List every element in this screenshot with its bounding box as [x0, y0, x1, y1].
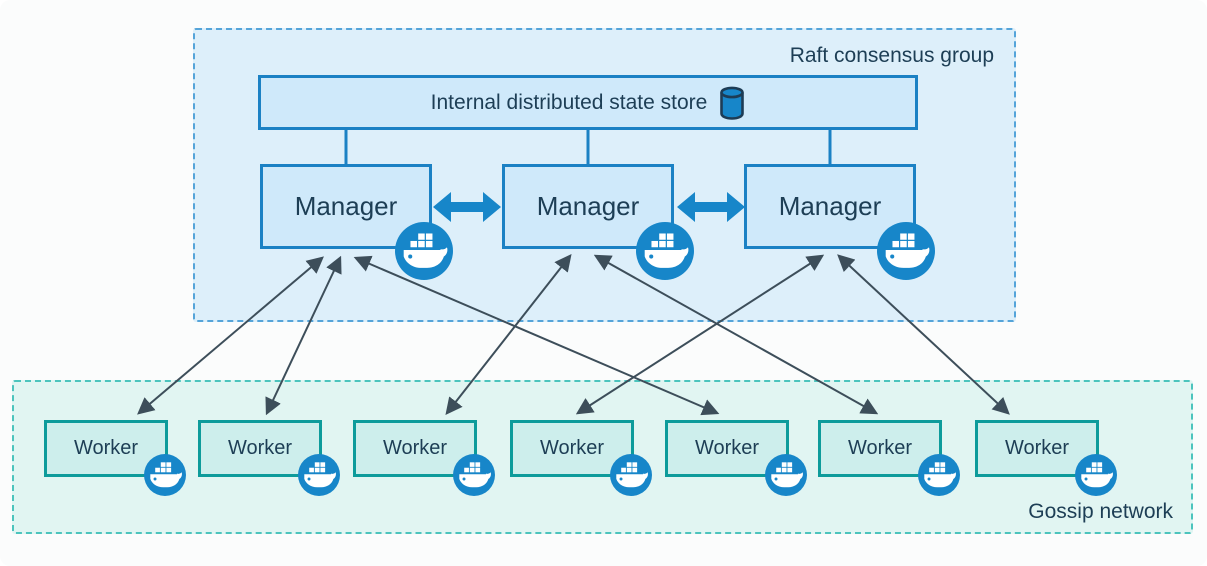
worker-3-label: Worker	[382, 437, 448, 459]
worker-6-box: Worker	[818, 420, 942, 477]
manager1-manager2-peer-arrow	[433, 192, 501, 222]
worker-1-docker-icon	[144, 454, 186, 496]
manager-2-docker-icon	[636, 222, 694, 280]
worker-6-docker-icon	[918, 454, 960, 496]
gossip-group-label: Gossip network	[1028, 500, 1173, 523]
raft-group-label: Raft consensus group	[789, 44, 994, 67]
database-icon	[720, 86, 745, 120]
manager3-worker7-arrow	[837, 254, 1010, 415]
worker-1-box: Worker	[44, 420, 168, 477]
worker-7-label: Worker	[1004, 437, 1070, 459]
manager2-worker3-arrow	[445, 253, 572, 416]
manager1-worker5-arrow	[353, 255, 720, 416]
worker-4-docker-icon	[610, 454, 652, 496]
worker-5-docker-icon	[765, 454, 807, 496]
worker-6-label: Worker	[847, 437, 913, 459]
worker-7-docker-icon	[1075, 454, 1117, 496]
worker-3-box: Worker	[353, 420, 477, 477]
manager2-manager3-peer-arrow	[677, 192, 745, 222]
manager-3-label: Manager	[778, 191, 882, 221]
worker-2-label: Worker	[227, 437, 293, 459]
state-store-label: Internal distributed state store	[430, 90, 708, 114]
worker-2-docker-icon	[298, 454, 340, 496]
manager-2-label: Manager	[536, 191, 640, 221]
manager3-worker4-arrow	[575, 254, 825, 415]
manager1-worker1-arrow	[137, 256, 324, 415]
worker-5-box: Worker	[665, 420, 789, 477]
manager-1-label: Manager	[294, 191, 398, 221]
worker-5-label: Worker	[694, 437, 760, 459]
manager1-worker2-arrow	[265, 255, 342, 416]
manager-3-docker-icon	[877, 222, 935, 280]
worker-4-label: Worker	[539, 437, 605, 459]
manager-1-docker-icon	[395, 222, 453, 280]
worker-3-docker-icon	[453, 454, 495, 496]
state-store-box: Internal distributed state store	[258, 75, 918, 130]
worker-1-label: Worker	[73, 437, 139, 459]
